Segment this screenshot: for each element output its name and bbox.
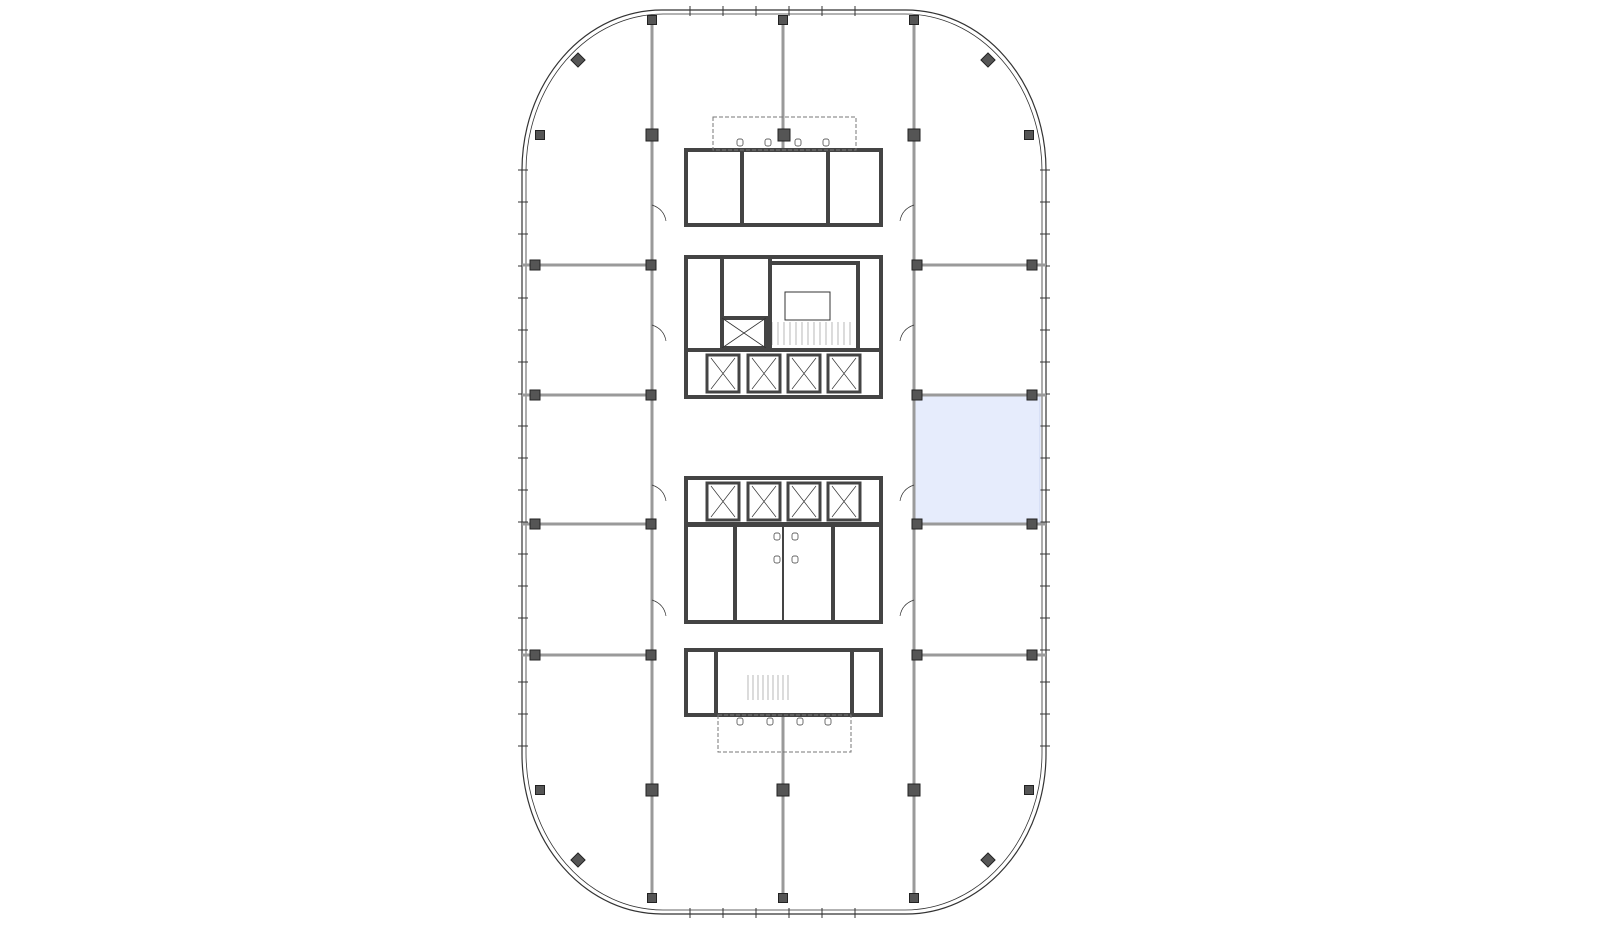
column-icon [535, 785, 545, 795]
column-icon [980, 52, 996, 68]
column-icon [1026, 649, 1038, 661]
office-unit-highlighted[interactable] [913, 395, 1041, 525]
toilet-icon [824, 717, 832, 726]
toilet-icon [773, 532, 781, 541]
office-units [913, 395, 1041, 525]
elevator-bank [684, 476, 883, 527]
elevator-bank [684, 348, 883, 399]
door-swing-icon [651, 324, 667, 342]
column-icon [911, 389, 923, 401]
elevator-car [705, 353, 741, 394]
column-icon [645, 259, 657, 271]
elevator-car [786, 353, 822, 394]
partitions [522, 20, 1046, 900]
toilet-icon [766, 717, 774, 726]
column-icon [980, 852, 996, 868]
column-icon [777, 128, 791, 142]
door-swing-icon [899, 599, 915, 617]
door-swing-icon [651, 599, 667, 617]
column-icon [647, 15, 657, 25]
column-icon [909, 893, 919, 903]
stair-well [784, 291, 831, 321]
door-swing-icon [899, 484, 915, 502]
building-core [684, 116, 883, 753]
column-icon [776, 783, 790, 797]
column-icon [909, 15, 919, 25]
column-icon [529, 259, 541, 271]
toilet-icon [822, 138, 830, 147]
elevator-icon [791, 357, 817, 390]
column-icon [778, 893, 788, 903]
stair-icon [714, 648, 854, 717]
core-wall [850, 648, 883, 717]
toilet-icon [796, 717, 804, 726]
column-icon [1026, 389, 1038, 401]
curtain-wall-inner [525, 13, 1043, 911]
column-icon [535, 130, 545, 140]
toilet-icon [764, 138, 772, 147]
core-top-rooms [684, 148, 883, 227]
restroom-pod [717, 714, 852, 753]
core-stair-block [684, 255, 883, 352]
column-icon [1024, 130, 1034, 140]
toilet-icon [791, 532, 799, 541]
door-swing-icon [899, 324, 915, 342]
column-icon [778, 15, 788, 25]
elevator-icon [751, 485, 777, 518]
column-icon [529, 389, 541, 401]
column-icon [570, 852, 586, 868]
shaft-room [720, 255, 772, 352]
elevator-icon [710, 485, 736, 518]
column-icon [645, 389, 657, 401]
elevator-icon [831, 357, 857, 390]
column-icon [911, 518, 923, 530]
elevator-icon [831, 485, 857, 518]
elevator-car [746, 353, 782, 394]
toilet-icon [794, 138, 802, 147]
column-icon [645, 128, 659, 142]
elevator-icon [791, 485, 817, 518]
core-wall [684, 648, 718, 717]
column-icon [645, 518, 657, 530]
elevator-car [746, 481, 782, 522]
column-icon [647, 893, 657, 903]
elevator-car [705, 481, 741, 522]
column-icon [911, 259, 923, 271]
door-swing-icon [651, 204, 667, 222]
building-outline [518, 6, 1050, 918]
curtain-wall-outer [521, 9, 1047, 915]
elevator-car [826, 353, 862, 394]
column-icon [907, 783, 921, 797]
column-icon [529, 518, 541, 530]
column-icon [645, 649, 657, 661]
column-icon [907, 128, 921, 142]
toilet-icon [773, 555, 781, 564]
column-icon [1026, 259, 1038, 271]
core-restroom-block [684, 522, 883, 624]
toilet-icon [736, 717, 744, 726]
elevator-icon [721, 317, 767, 349]
elevator-car [826, 481, 862, 522]
elevator-icon [710, 357, 736, 390]
door-swing-icon [651, 484, 667, 502]
column-icon [529, 649, 541, 661]
column-icon [911, 649, 923, 661]
column-icon [1024, 785, 1034, 795]
column-icon [645, 783, 659, 797]
columns [529, 15, 1038, 903]
restroom-pod [712, 116, 857, 151]
door-swing-icon [899, 204, 915, 222]
toilet-icon [791, 555, 799, 564]
elevator-icon [751, 357, 777, 390]
toilet-icon [736, 138, 744, 147]
column-icon [570, 52, 586, 68]
elevator-car [786, 481, 822, 522]
column-icon [1026, 518, 1038, 530]
